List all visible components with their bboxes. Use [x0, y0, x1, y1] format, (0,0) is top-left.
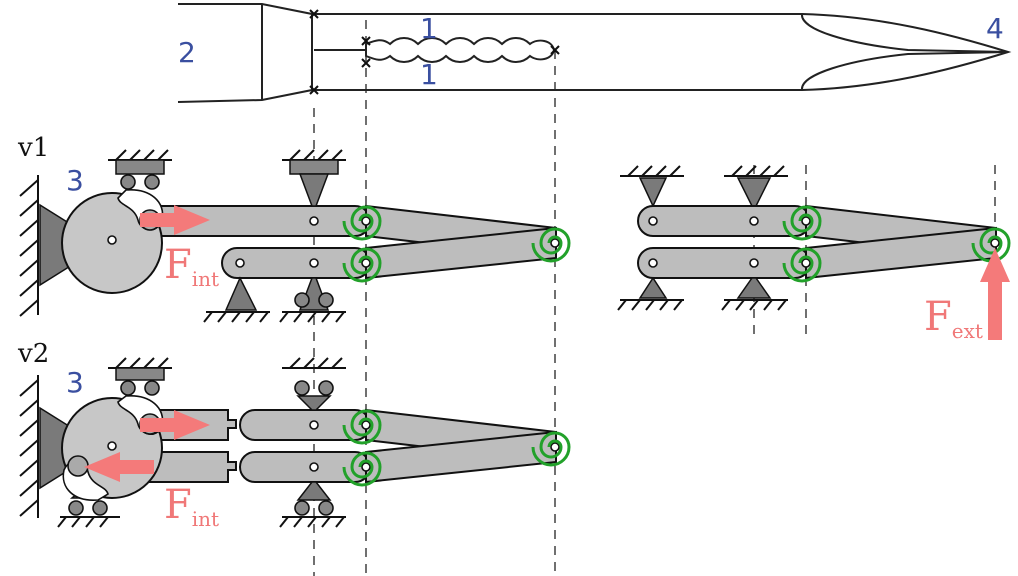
pivot-markers [309, 9, 560, 95]
fixed-wall-v1 [19, 175, 73, 317]
force-arrow-icon [84, 452, 154, 482]
force-arrow-icon [140, 205, 210, 235]
torsion-spring-icon [531, 227, 571, 263]
hinge-pin-icon [361, 462, 371, 472]
hinge-pin-icon [309, 216, 319, 226]
fixed-support-icon [617, 276, 684, 311]
fixed-support-icon [203, 276, 270, 323]
fixed-support-icon [721, 277, 788, 311]
torsion-spring-icon [342, 451, 382, 487]
force-int-v2: Fint [164, 482, 219, 531]
force-arrow-icon [980, 248, 1010, 340]
fixed-wall-v2 [19, 375, 73, 518]
force-ext: Fext [924, 294, 983, 343]
torsion-spring-icon [342, 205, 382, 241]
label-part-3-v2: 3 [66, 366, 84, 399]
torsion-spring-icon [782, 247, 822, 283]
variant-v1-external: Fext [617, 165, 1011, 343]
hinge-pin-icon [309, 258, 319, 268]
variant-v1: v1 3 [17, 133, 571, 323]
label-part-1-bottom: 1 [420, 58, 438, 91]
hinge-pin-icon [990, 238, 1000, 248]
label-part-3-v1: 3 [66, 164, 84, 197]
roller-support-icon [108, 357, 172, 396]
roller-support-icon [108, 149, 172, 190]
hinge-pin-icon [648, 216, 658, 226]
label-part-2: 2 [178, 36, 196, 69]
roller-support-icon [279, 357, 346, 528]
hinge-pin-icon [309, 420, 319, 430]
label-v2: v2 [17, 339, 49, 369]
torsion-spring-icon [782, 205, 822, 241]
hinge-pin-icon [749, 258, 759, 268]
force-arrow-icon [140, 410, 210, 440]
hinge-pin-icon [801, 258, 811, 268]
label-part-1-top: 1 [420, 12, 438, 45]
torsion-spring-icon [342, 409, 382, 445]
variant-v2: v2 3 [17, 339, 571, 531]
hinge-pin-icon [550, 238, 560, 248]
roller-support-icon [279, 149, 346, 323]
gripper-outline: 2 1 1 4 [177, 3, 1012, 103]
force-int-v1: Fint [164, 242, 219, 291]
label-v1: v1 [17, 133, 49, 163]
hinge-pin-icon [361, 258, 371, 268]
hinge-pin-icon [801, 216, 811, 226]
torsion-spring-icon [342, 247, 382, 283]
hinge-pin-icon [309, 462, 319, 472]
hinge-pin-icon [550, 442, 560, 452]
torsion-spring-icon [531, 431, 571, 467]
label-part-4: 4 [986, 12, 1004, 45]
hinge-pin-icon [361, 216, 371, 226]
fixed-support-icon [620, 165, 684, 208]
hinge-pin-icon [648, 258, 658, 268]
hinge-pin-icon [235, 258, 245, 268]
fixed-support-icon [724, 165, 788, 207]
hinge-pin-icon [749, 216, 759, 226]
hinge-pin-icon [361, 420, 371, 430]
